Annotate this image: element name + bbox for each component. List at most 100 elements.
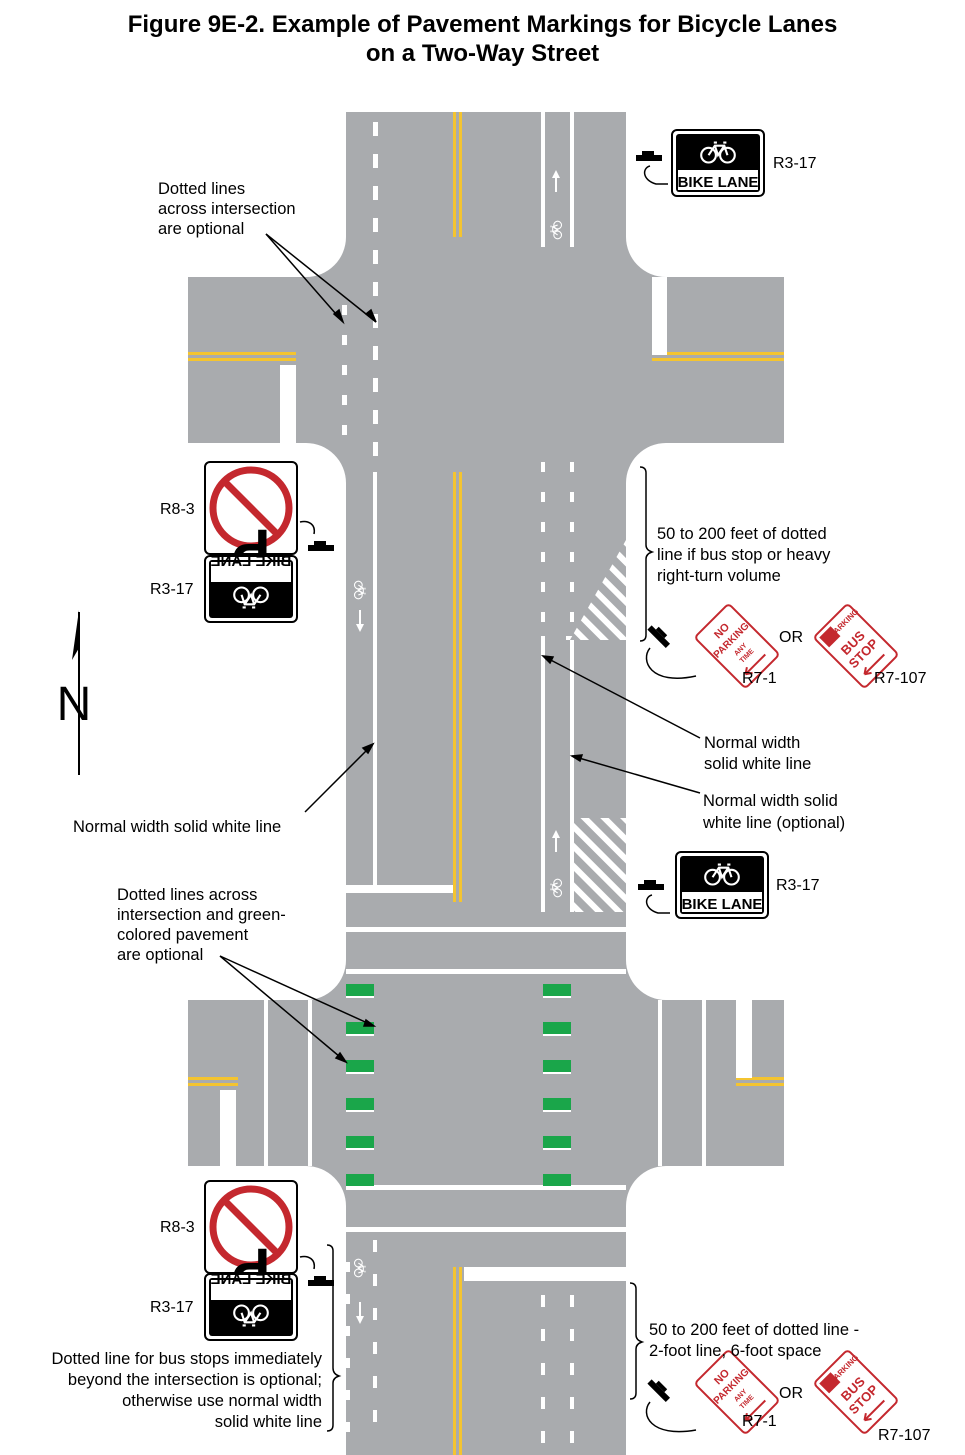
lane-dash [570, 1431, 574, 1443]
lane-dash [570, 1329, 574, 1341]
code-r7-107-upper: R7-107 [874, 670, 927, 687]
or-text-upper: OR [779, 629, 803, 646]
green-marking [543, 1022, 571, 1034]
lane-dash [541, 1397, 545, 1409]
lane-dash [346, 1294, 350, 1304]
lane-dash [570, 1363, 574, 1375]
lane-dash [541, 522, 545, 532]
code-r7-1-upper: R7-1 [742, 670, 777, 687]
normal-width-right-line-2: solid white line [704, 755, 811, 773]
lane-dash [373, 442, 378, 456]
sign-post-icon [647, 625, 671, 649]
lane-dash [373, 410, 378, 424]
lane-dash [373, 1342, 377, 1354]
arrow-down-icon [356, 1302, 364, 1324]
green-marking-edge [346, 1110, 374, 1112]
code-r8-3-lower: R8-3 [160, 1219, 195, 1236]
green-marking [346, 1136, 374, 1148]
lane-dash [373, 1410, 377, 1422]
lane-dash [373, 1308, 377, 1320]
green-marking-edge [346, 1186, 374, 1188]
white-lines [220, 112, 752, 1281]
green-marking [543, 1060, 571, 1072]
arrow-up-icon [552, 170, 560, 192]
dotted-green-line-1: Dotted lines across [117, 886, 257, 904]
code-r7-1-lower: R7-1 [742, 1413, 777, 1430]
lane-dash [570, 582, 574, 592]
dotted-green-line-3: colored pavement [117, 926, 249, 944]
lane-dash [342, 335, 347, 345]
lane-dash [373, 282, 378, 296]
sign-r7-107-lower: PARKING BUS STOP [814, 1350, 898, 1434]
lane-dash [570, 552, 574, 562]
green-marking-edge [543, 1034, 571, 1036]
lane-dash [570, 492, 574, 502]
green-marking-edge [346, 1034, 374, 1036]
sign-post-icon [638, 880, 670, 914]
normal-width-left-label: Normal width solid white line [73, 818, 281, 836]
lane-dash [346, 1326, 350, 1336]
lane-dash [373, 218, 378, 232]
arrow-down-icon [356, 610, 364, 632]
code-r3-17-lower-left: R3-17 [150, 1299, 194, 1316]
north-arrow-icon: N [57, 610, 91, 775]
sign-leader-line [645, 647, 697, 679]
lane-dash [373, 122, 378, 136]
green-marking-edge [543, 1110, 571, 1112]
pavement-symbols [353, 170, 563, 1324]
dotted-optional-line-2: across intersection [158, 200, 296, 218]
green-marking-edge [543, 1148, 571, 1150]
normal-width-optional-line-1: Normal width solid [703, 792, 838, 810]
bike-lane-text: BIKE LANE [678, 174, 759, 191]
sign-post-icon [299, 520, 334, 551]
code-r3-17-top: R3-17 [773, 155, 817, 172]
lane-dash [373, 378, 378, 392]
arrow-up-icon [552, 830, 560, 852]
normal-width-optional-line-2: white line (optional) [702, 814, 845, 832]
feet-top-line-3: right-turn volume [657, 567, 781, 585]
title-line-1: Figure 9E-2. Example of Pavement Marking… [127, 11, 838, 38]
green-marking [543, 1136, 571, 1148]
green-marking-edge [543, 996, 571, 998]
lane-dash [541, 1329, 545, 1341]
lane-dash [541, 612, 545, 622]
sign-r3-17-lower-left: BIKE LANE [204, 1271, 298, 1341]
lane-dash [570, 462, 574, 472]
green-marking [346, 1174, 374, 1186]
sign-leader-line [645, 1401, 697, 1433]
lane-dash [373, 186, 378, 200]
green-marking [543, 1098, 571, 1110]
lane-dash [541, 1363, 545, 1375]
code-r7-107-lower: R7-107 [878, 1427, 931, 1444]
green-marking-edge [346, 1148, 374, 1150]
leader-lines [219, 233, 701, 1432]
green-marking-edge [346, 996, 374, 998]
feet-bottom-line-1: 50 to 200 feet of dotted line - [649, 1321, 859, 1339]
lane-dash [373, 1376, 377, 1388]
green-marking [543, 984, 571, 996]
bike-lane-text: BIKE LANE [211, 553, 292, 570]
or-text-lower: OR [779, 1385, 803, 1402]
green-marking [346, 984, 374, 996]
feet-bottom-line-2: 2-foot line, 6-foot space [649, 1342, 821, 1360]
lane-dash [373, 346, 378, 360]
lane-dash [541, 462, 545, 472]
lane-dash [570, 612, 574, 622]
dashed-white-lines [342, 122, 574, 1443]
code-r8-3-upper: R8-3 [160, 501, 195, 518]
dotted-green-line-2: intersection and green- [117, 906, 286, 924]
road-surface [188, 112, 784, 1455]
lane-dash [541, 582, 545, 592]
bus-stop-note-line-4: solid white line [215, 1413, 322, 1431]
dotted-optional-line-3: are optional [158, 220, 244, 238]
lane-dash [373, 154, 378, 168]
sign-r7-107-upper: PARKING BUS STOP [814, 604, 898, 688]
lane-dash [346, 1390, 350, 1400]
bike-lane-text: BIKE LANE [211, 1271, 292, 1288]
lane-dash [570, 1295, 574, 1307]
lane-dash [541, 552, 545, 562]
green-bike-lane-markings [346, 984, 571, 1188]
lane-dash [541, 1295, 545, 1307]
feet-top-line-2: line if bus stop or heavy [657, 546, 831, 564]
